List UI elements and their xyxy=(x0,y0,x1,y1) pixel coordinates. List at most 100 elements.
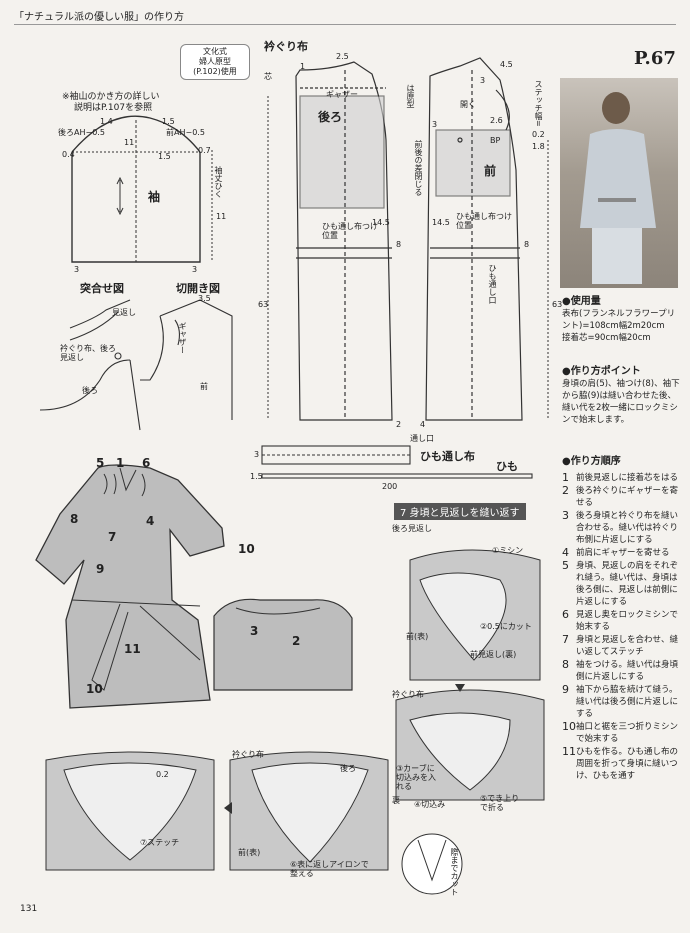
order-step-text: 身頃、見返しの肩をそれぞれ縫う。縫い代は、身頃は後ろ側に、見返しは前側に片返しに… xyxy=(576,561,679,607)
step7-c5: ⑤でき上りで折る xyxy=(480,794,520,812)
page-ref: P.67 xyxy=(634,48,676,69)
front-length: 63 xyxy=(552,300,563,309)
badge-line-3: (P.102)使用 xyxy=(193,67,237,76)
step7-c6: ⑥表に返しアイロンで整える xyxy=(290,860,369,878)
dim-2: 2 xyxy=(396,420,402,429)
tie-opening-label: ひも通し口 xyxy=(488,264,497,304)
back-gather-label: ギャザー xyxy=(326,90,358,99)
order-step: 4 前肩にギャザーを寄せる xyxy=(562,547,680,559)
front-label: 前 xyxy=(484,164,497,178)
step7-front2: 前(表) xyxy=(238,848,261,857)
stitch-width-label: ステッチ幅= xyxy=(534,80,543,127)
dress-num-8: 8 xyxy=(70,512,79,526)
open-diagram-title: 切開き図 xyxy=(176,282,220,295)
back-length: 63 xyxy=(258,300,269,309)
dress-num-11: 11 xyxy=(124,642,141,656)
sleeve-d2: 1.5 xyxy=(162,117,175,126)
dim-18: 1.8 xyxy=(532,142,545,151)
tie-position-back: ひも通し布つけ位置 xyxy=(322,222,378,240)
order-title: ●作り方順序 xyxy=(562,456,621,467)
sleeve-d6: 1.5 xyxy=(158,152,171,161)
step7-inner: 裏 xyxy=(392,796,400,805)
page-number: 131 xyxy=(20,904,38,914)
dim-145-front: 14.5 xyxy=(432,218,450,227)
sleeve-d4: 0.7 xyxy=(198,146,211,155)
dress-num-3: 3 xyxy=(250,624,259,638)
order-step-number: 10 xyxy=(562,720,576,733)
order-step: 9 袖下から脇を続けて縫う。縫い代は後ろ側に片返しにする xyxy=(562,684,680,720)
step7-c2: ②0.5にカット xyxy=(480,622,532,631)
order-step-text: 見返し奥をロックミシンで始末する xyxy=(576,610,679,632)
order-step-number: 11 xyxy=(562,745,576,758)
dim-145-back: 14.5 xyxy=(372,218,390,227)
order-step-number: 2 xyxy=(562,484,569,497)
points-section: ●作り方ポイント 身頃の肩(5)、袖つけ(8)、袖下から脇(9)は縫い合わせた後… xyxy=(562,366,680,426)
header-title: 「ナチュラル派の優しい服」の作り方 xyxy=(14,12,184,23)
step7-back-facing: 後ろ見返し xyxy=(392,524,432,533)
dress-num-7: 7 xyxy=(108,530,117,544)
tie-label: ひも xyxy=(496,460,518,473)
materials-title: ●使用量 xyxy=(562,296,601,307)
gather-diagram-title: 突合せ図 xyxy=(80,282,124,295)
step7-back2: 後ろ xyxy=(340,764,356,773)
sleeve-label: 袖 xyxy=(148,190,161,204)
sleeve-note-1: ※袖山のかき方の詳しい xyxy=(62,92,160,102)
model-silhouette xyxy=(580,92,656,284)
step7-c1: ①ミシン xyxy=(492,546,524,555)
step7-neck-band: 衿ぐり布 xyxy=(392,690,424,699)
sleeve-d7: 3 xyxy=(74,265,80,274)
order-step-text: 前肩にギャザーを寄せる xyxy=(576,548,670,558)
tie-200: 200 xyxy=(382,482,398,491)
order-step-text: 袖口と裾を三つ折りミシンで始末する xyxy=(576,722,679,744)
tie-15: 1.5 xyxy=(250,472,263,481)
materials-line-1: 表布(フランネルフラワープリント)=108cm幅2m20cm xyxy=(562,309,676,331)
dress-num-10a: 10 xyxy=(238,542,255,556)
dress-num-10b: 10 xyxy=(86,682,103,696)
step7-02: 0.2 xyxy=(156,770,169,779)
order-step-number: 1 xyxy=(562,471,569,484)
points-title: ●作り方ポイント xyxy=(562,366,641,377)
sleeve-note-2: 説明はP.107を参照 xyxy=(74,103,153,113)
dim-25: 2.5 xyxy=(336,52,349,61)
dim-4: 4 xyxy=(420,420,426,429)
model-photo xyxy=(560,78,678,288)
order-step-number: 4 xyxy=(562,546,569,559)
order-step-text: 身頃と見返しを合わせ、縫い返してステッチ xyxy=(576,635,679,657)
dim-02: 0.2 xyxy=(532,130,545,139)
dress-num-1: 1 xyxy=(116,456,125,470)
tie-opening: 通し口 xyxy=(410,434,434,443)
badge-line-2: 婦人原型 xyxy=(199,57,231,66)
page-header: 「ナチュラル派の優しい服」の作り方 xyxy=(14,8,676,25)
points-text: 身頃の肩(5)、袖つけ(8)、袖下から脇(9)は縫い合わせた後、縫い代を2枚一緒… xyxy=(562,379,680,425)
dim-3a: 3 xyxy=(432,120,438,129)
diagram-back-label: 後ろ xyxy=(82,386,98,395)
materials-line-2: 接着芯=90cm幅20cm xyxy=(562,333,651,343)
sleeve-d8: 3 xyxy=(192,265,198,274)
order-step-text: ひもを作る。ひも通し布の周囲を折って身頃に縫いつけ、ひもを通す xyxy=(576,747,679,781)
sleeve-d1: 1.4 xyxy=(100,117,113,126)
dim-45: 4.5 xyxy=(500,60,513,69)
dim-26: 2.6 xyxy=(490,116,503,125)
tie-position-front: ひも通し布つけ位置 xyxy=(456,212,512,230)
order-step-text: 袖をつける。縫い代は身頃側に片返しにする xyxy=(576,660,679,682)
tie-casing-label: ひも通し布 xyxy=(420,450,475,463)
order-step-number: 8 xyxy=(562,658,569,671)
diagram-front-label: 前 xyxy=(200,382,208,391)
pattern-badge: 文化式 婦人原型 (P.102)使用 xyxy=(180,44,250,80)
order-step-text: 袖下から脇を続けて縫う。縫い代は後ろ側に片返しにする xyxy=(576,685,679,719)
order-step-number: 9 xyxy=(562,683,569,696)
bp-label: BP xyxy=(490,136,501,145)
back-label: 後ろ xyxy=(318,110,343,124)
tie-3: 3 xyxy=(254,450,260,459)
step7-front-facing: 前見返し(裏) xyxy=(470,650,517,659)
